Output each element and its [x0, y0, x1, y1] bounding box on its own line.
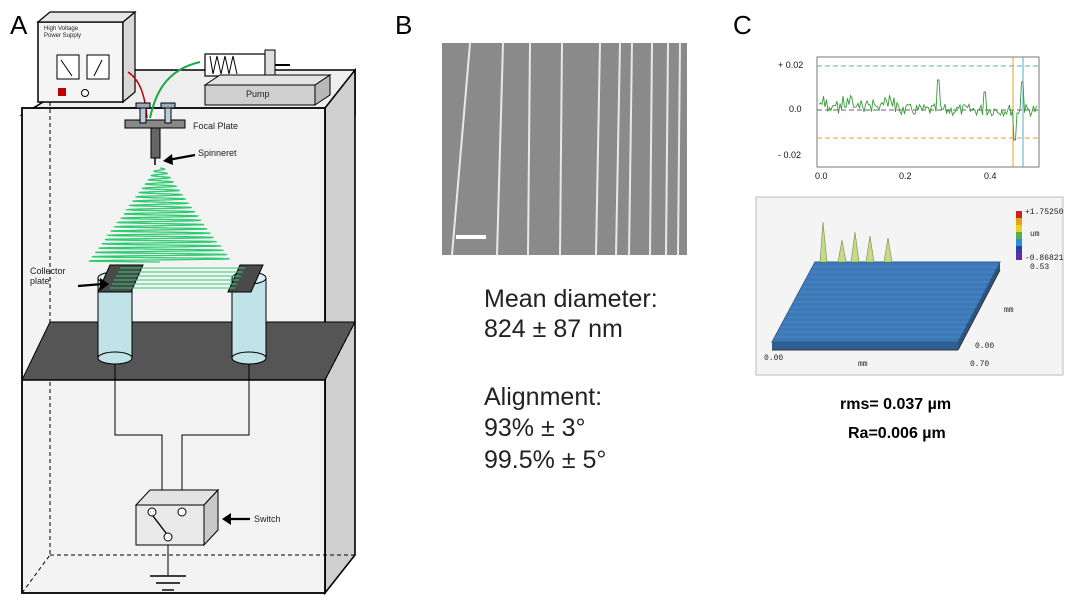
axis-right-start: 0.00: [975, 342, 995, 351]
axis-bottom-start: 0.00: [764, 354, 784, 363]
fiber-jet-spiral: [88, 167, 230, 263]
spinneret-label: Spinneret: [198, 148, 237, 158]
colorbar-max: +1.75250: [1025, 208, 1064, 217]
alignment-value-1: 93% ± 3°: [484, 414, 586, 442]
panel-letter-b: B: [395, 10, 413, 40]
focal-plate-label: Focal Plate: [193, 121, 239, 131]
pump-label: Pump: [246, 89, 270, 99]
colorbar-extra: 0.53: [1030, 263, 1050, 272]
collector-plate-right: [227, 264, 264, 293]
mean-diameter-label: Mean diameter:: [484, 285, 658, 313]
surface-spikes: [819, 221, 893, 263]
power-switch-red: [58, 88, 66, 96]
rms-value: rms= 0.037 µm: [840, 396, 952, 413]
panel-letter-c: C: [733, 10, 752, 40]
surface-colorbar: [1016, 211, 1022, 260]
x-tick-2: 0.4: [984, 171, 997, 181]
x-tick-1: 0.2: [899, 171, 912, 181]
alignment-label: Alignment:: [484, 383, 603, 411]
mean-diameter-value: 824 ± 87 nm: [484, 315, 623, 343]
aligned-fibers: [110, 267, 245, 289]
collector-plate-label: Collector plate: [30, 266, 66, 286]
axis-right-end: 0.70: [970, 360, 990, 369]
panel-letter-a: A: [10, 10, 28, 40]
colorbar-min: -0.86821: [1025, 254, 1064, 263]
ground-symbol: [150, 575, 186, 591]
power-supply-meter-left: [56, 54, 80, 80]
alignment-value-2: 99.5% ± 5°: [484, 446, 607, 474]
profile-trace: [818, 79, 1037, 141]
y-tick-top: + 0.02: [778, 60, 804, 70]
sem-fibers: [451, 42, 681, 256]
y-tick-mid: 0.0: [789, 104, 802, 114]
ra-value: Ra=0.006 µm: [848, 425, 946, 442]
power-supply-label: High Voltage Power Supply: [44, 26, 82, 39]
x-tick-0: 0.0: [815, 171, 828, 181]
y-tick-bottom: - 0.02: [778, 150, 802, 160]
axis-bottom-unit: mm: [858, 360, 868, 369]
axis-right-unit: mm: [1004, 306, 1014, 315]
colorbar-unit: um: [1030, 230, 1040, 239]
switch-label: Switch: [254, 514, 281, 524]
wiring: [114, 364, 250, 575]
sem-scale-bar: [456, 235, 486, 239]
